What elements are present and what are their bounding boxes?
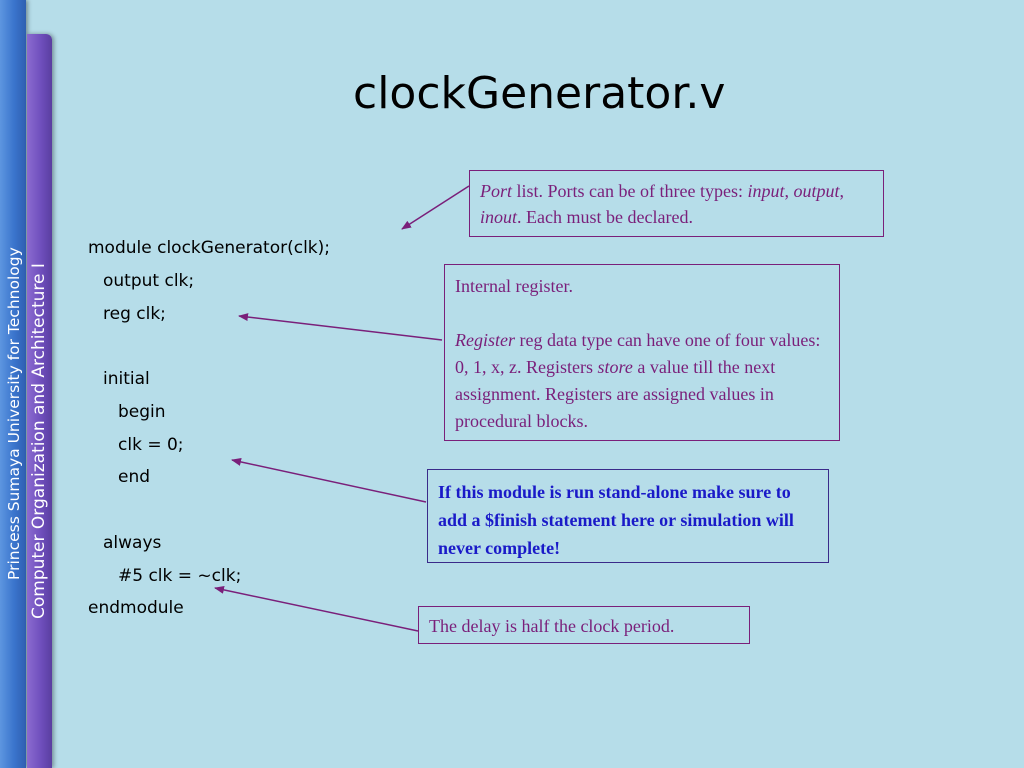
arrow-to-reg: [238, 313, 443, 341]
code-line: output clk;: [103, 271, 195, 291]
code-line: end: [118, 467, 151, 487]
code-line: clk = 0;: [118, 435, 184, 455]
code-line: reg clk;: [103, 304, 166, 324]
arrow-to-module: [401, 185, 470, 230]
port-list-note: Port list. Ports can be of three types: …: [469, 170, 884, 237]
code-line: begin: [118, 402, 166, 422]
code-line: endmodule: [88, 598, 184, 618]
internal-register-note: Internal register.Register reg data type…: [444, 264, 840, 441]
arrow-to-end: [231, 457, 427, 503]
finish-statement-note: If this module is run stand-alone make s…: [427, 469, 829, 563]
code-line: #5 clk = ~clk;: [118, 566, 242, 586]
code-line: always: [103, 533, 162, 553]
arrow-to-delay: [214, 585, 419, 632]
delay-note: The delay is half the clock period.: [418, 606, 750, 644]
sidebar-purple-bar: [27, 34, 52, 768]
slide-title: clockGenerator.v: [353, 68, 726, 119]
code-line: module clockGenerator(clk);: [88, 238, 331, 258]
sidebar-blue-bar: [0, 0, 26, 768]
code-line: initial: [103, 369, 150, 389]
